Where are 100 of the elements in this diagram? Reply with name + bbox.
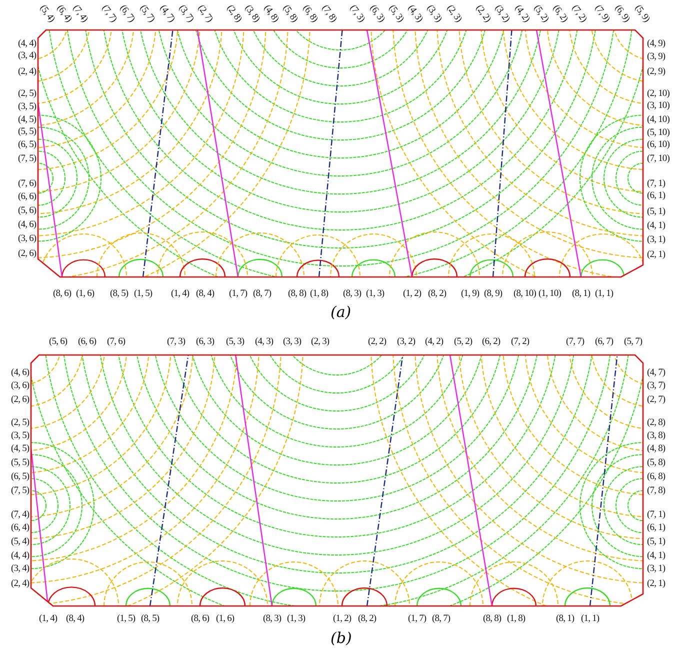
point-label: (3, 7)	[647, 382, 666, 392]
point-label: (3, 5)	[11, 432, 30, 442]
point-label: (1, 7)	[408, 615, 426, 624]
point-label: (4, 10)	[647, 116, 670, 126]
point-label: (4, 4)	[11, 552, 30, 562]
point-label: (4, 5)	[18, 116, 36, 126]
point-label: (2, 5)	[11, 419, 30, 428]
point-label: (7, 5)	[18, 155, 36, 164]
point-label: (3, 3)	[424, 4, 442, 24]
point-label: (4, 7)	[647, 369, 666, 378]
point-label: (8, 4)	[196, 290, 214, 300]
point-label: (5, 8)	[647, 459, 666, 468]
point-label: (4, 6)	[11, 369, 30, 378]
point-label: (8, 2)	[358, 615, 376, 624]
point-label: (8, 5)	[141, 615, 160, 624]
point-label: (2, 4)	[18, 68, 36, 78]
point-label: (8, 8)	[288, 290, 306, 300]
point-label: (5, 8)	[280, 4, 298, 24]
point-label: (4, 3)	[255, 338, 274, 348]
point-label: (1, 4)	[39, 615, 58, 624]
point-label: (2, 2)	[368, 338, 386, 348]
point-label: (5, 3)	[226, 338, 244, 348]
point-label: (2, 1)	[647, 580, 666, 590]
point-label: (4, 3)	[405, 4, 424, 24]
point-label: (1, 3)	[366, 290, 384, 300]
point-label: (7, 8)	[647, 487, 666, 496]
point-label: (4, 6)	[18, 221, 36, 230]
point-label: (2, 5)	[18, 90, 36, 100]
point-label: (6, 3)	[196, 338, 214, 348]
point-label: (6, 10)	[647, 141, 670, 150]
point-label: (5, 3)	[386, 4, 404, 24]
point-label: (8, 4)	[66, 615, 84, 624]
point-label: (1, 2)	[333, 615, 352, 624]
point-label: (8, 8)	[483, 615, 502, 624]
point-label: (3, 3)	[283, 338, 302, 348]
point-label: (5, 5)	[11, 459, 30, 468]
point-label: (5, 1)	[647, 538, 666, 548]
point-label: (1, 10)	[538, 290, 562, 300]
point-label: (2, 6)	[18, 250, 36, 260]
point-label: (1, 7)	[229, 290, 248, 300]
point-label: (3, 1)	[647, 565, 666, 574]
point-label: (7, 9)	[592, 4, 610, 24]
point-label: (5, 6)	[49, 338, 68, 348]
point-label: (6, 7)	[595, 338, 614, 348]
point-label: (2, 6)	[11, 396, 30, 406]
point-label: (6, 1)	[647, 524, 666, 534]
point-label: (5, 4)	[37, 4, 56, 24]
point-label: (1, 1)	[595, 290, 614, 300]
point-label: (7, 2)	[569, 4, 588, 24]
point-label: (3, 5)	[18, 103, 36, 112]
point-label: (5, 7)	[137, 4, 156, 24]
point-label: (2, 4)	[11, 580, 30, 590]
point-label: (4, 8)	[261, 4, 280, 24]
point-label: (3, 9)	[647, 53, 666, 62]
point-label: (8, 1)	[572, 290, 590, 300]
point-label: (8, 6)	[191, 615, 210, 624]
point-label: (1, 5)	[117, 615, 136, 624]
point-label: (8, 3)	[343, 290, 362, 300]
point-label: (7, 7)	[566, 338, 584, 348]
point-label: (5, 9)	[632, 4, 650, 24]
point-label: (3, 2)	[492, 4, 510, 24]
point-label: (5, 10)	[647, 129, 670, 138]
point-label: (7, 4)	[11, 511, 30, 520]
point-label: (1, 5)	[134, 290, 152, 300]
point-label: (5, 2)	[531, 4, 550, 24]
point-label: (1, 6)	[76, 290, 94, 300]
point-label: (1, 9)	[461, 290, 480, 300]
point-label: (2, 1)	[647, 251, 666, 260]
point-label: (1, 4)	[171, 290, 190, 300]
point-label: (6, 3)	[367, 4, 386, 24]
point-label: (7, 7)	[99, 4, 118, 24]
point-label: (6, 8)	[300, 4, 318, 24]
point-label: (6, 1)	[647, 192, 666, 202]
point-label: (6, 6)	[18, 193, 36, 202]
point-label: (3, 6)	[11, 382, 30, 392]
point-label: (6, 9)	[612, 4, 630, 24]
panel-caption: (b)	[330, 630, 352, 646]
point-label: (8, 6)	[53, 290, 72, 300]
point-label: (3, 10)	[647, 102, 670, 112]
point-label: (3, 2)	[397, 338, 416, 348]
point-label: (3, 6)	[18, 235, 36, 244]
point-label: (4, 5)	[11, 445, 30, 454]
point-label: (6, 5)	[18, 141, 36, 150]
point-label: (6, 6)	[78, 338, 96, 348]
point-label: (5, 4)	[11, 538, 30, 548]
point-label: (7, 1)	[647, 180, 666, 190]
panel-caption: (a)	[330, 304, 352, 320]
point-label: (4, 4)	[18, 40, 36, 50]
point-label: (6, 8)	[647, 473, 666, 482]
point-label: (6, 7)	[117, 4, 136, 24]
point-label: (8, 7)	[432, 615, 450, 624]
point-label: (4, 7)	[157, 4, 176, 24]
point-label: (5, 1)	[647, 208, 666, 218]
point-label: (2, 10)	[647, 90, 670, 100]
point-label: (8, 3)	[263, 615, 282, 624]
point-label: (1, 1)	[581, 615, 600, 624]
point-label: (4, 1)	[647, 552, 666, 562]
point-label: (8, 7)	[253, 290, 272, 300]
point-label: (4, 2)	[512, 4, 530, 24]
point-label: (4, 1)	[647, 222, 666, 232]
